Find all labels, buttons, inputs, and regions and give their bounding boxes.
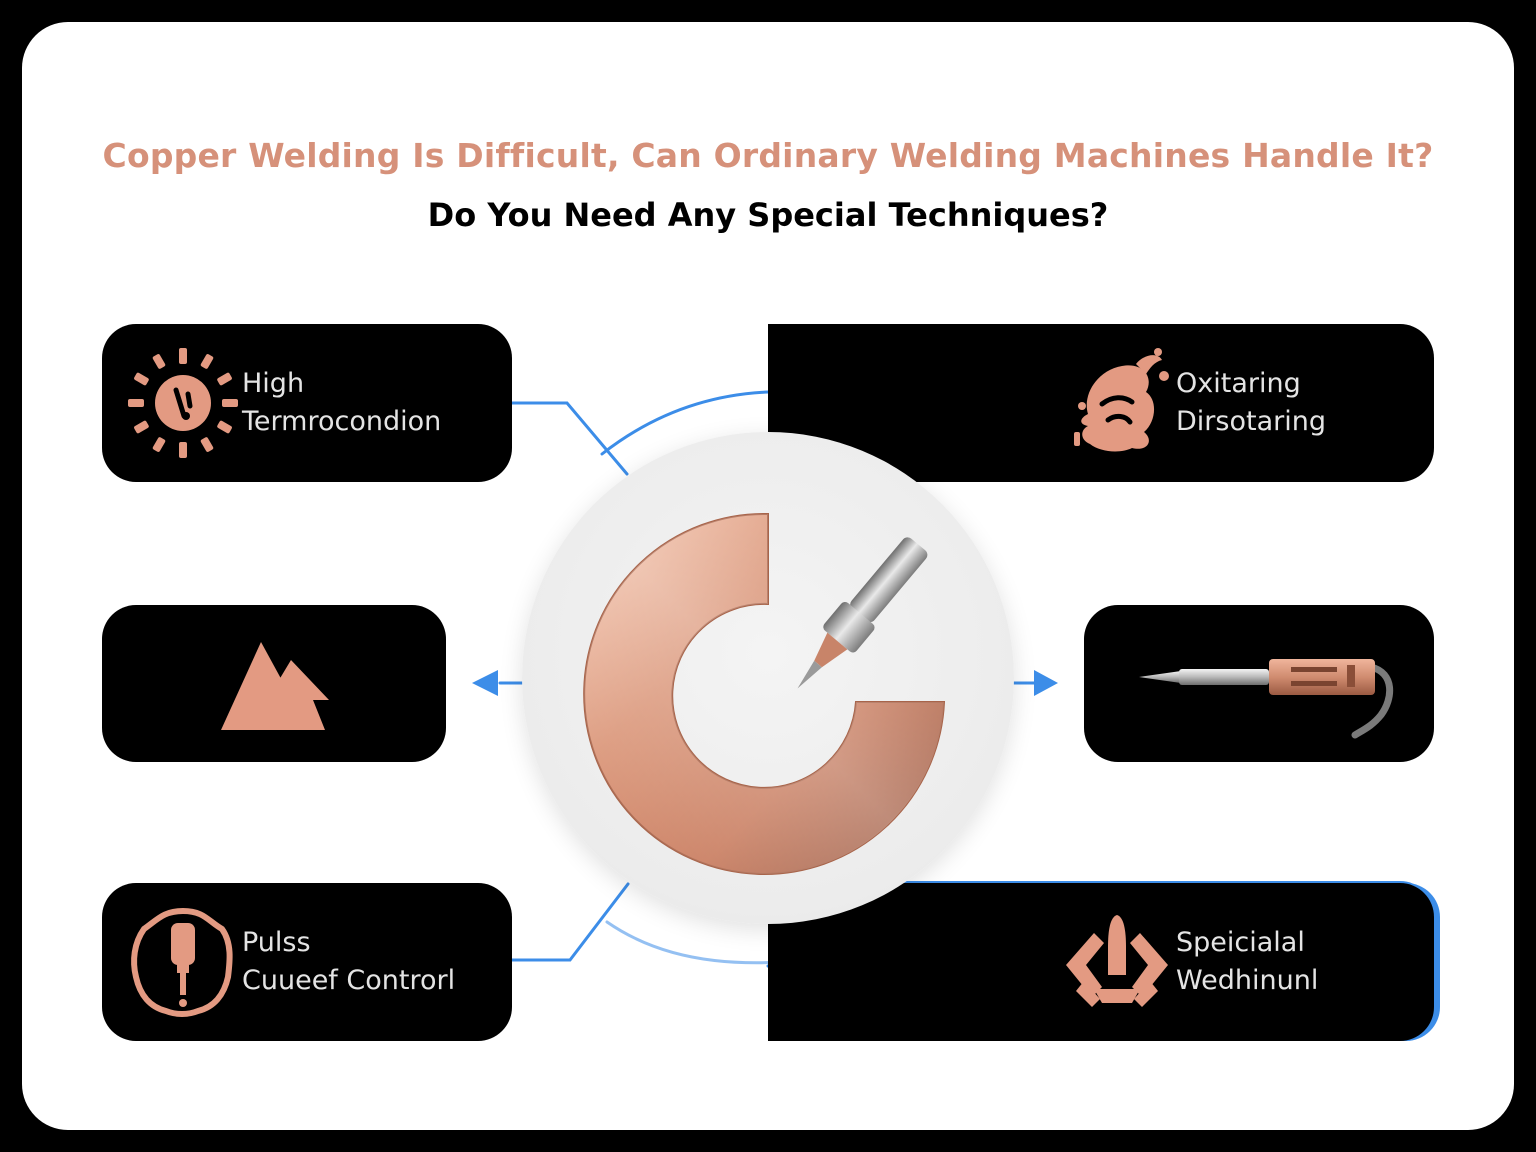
card-label: Speicialal Wedhinunl	[1176, 927, 1319, 996]
card-label: High Termrocondion	[242, 368, 442, 437]
card-high-thermal-conduction: High Termrocondion	[102, 324, 512, 482]
connector-bottom-left	[510, 882, 630, 962]
arrow-right-head	[1034, 670, 1058, 696]
arrow-left-head	[472, 670, 498, 696]
card-special-welding: Speicialal Wedhinunl	[768, 883, 1434, 1041]
copper-ring-with-torch-icon	[583, 512, 946, 875]
infographic-frame: Copper Welding Is Difficult, Can Ordinar…	[22, 22, 1514, 1130]
card-welding-torch	[1084, 605, 1434, 762]
card-pulse-current-control: Pulss Cuueef Controrl	[102, 883, 512, 1041]
page-title: Copper Welding Is Difficult, Can Ordinar…	[102, 136, 1434, 175]
card-label: Oxitaring Dirsotaring	[1176, 368, 1326, 437]
electrode-icon	[124, 903, 242, 1021]
mountain-icon	[215, 625, 333, 743]
center-hub	[522, 432, 1014, 924]
card-mountain	[102, 605, 446, 762]
splash-icon	[1058, 344, 1176, 462]
sun-thermometer-icon	[124, 344, 242, 462]
welding-torch-icon	[1119, 625, 1399, 743]
clamp-icon	[1058, 903, 1176, 1021]
connector-top-arc	[600, 390, 770, 456]
card-oxidation-distortion: Oxitaring Dirsotaring	[768, 324, 1434, 482]
card-label: Pulss Cuueef Controrl	[242, 927, 456, 996]
page-subtitle: Do You Need Any Special Techniques?	[427, 196, 1109, 234]
